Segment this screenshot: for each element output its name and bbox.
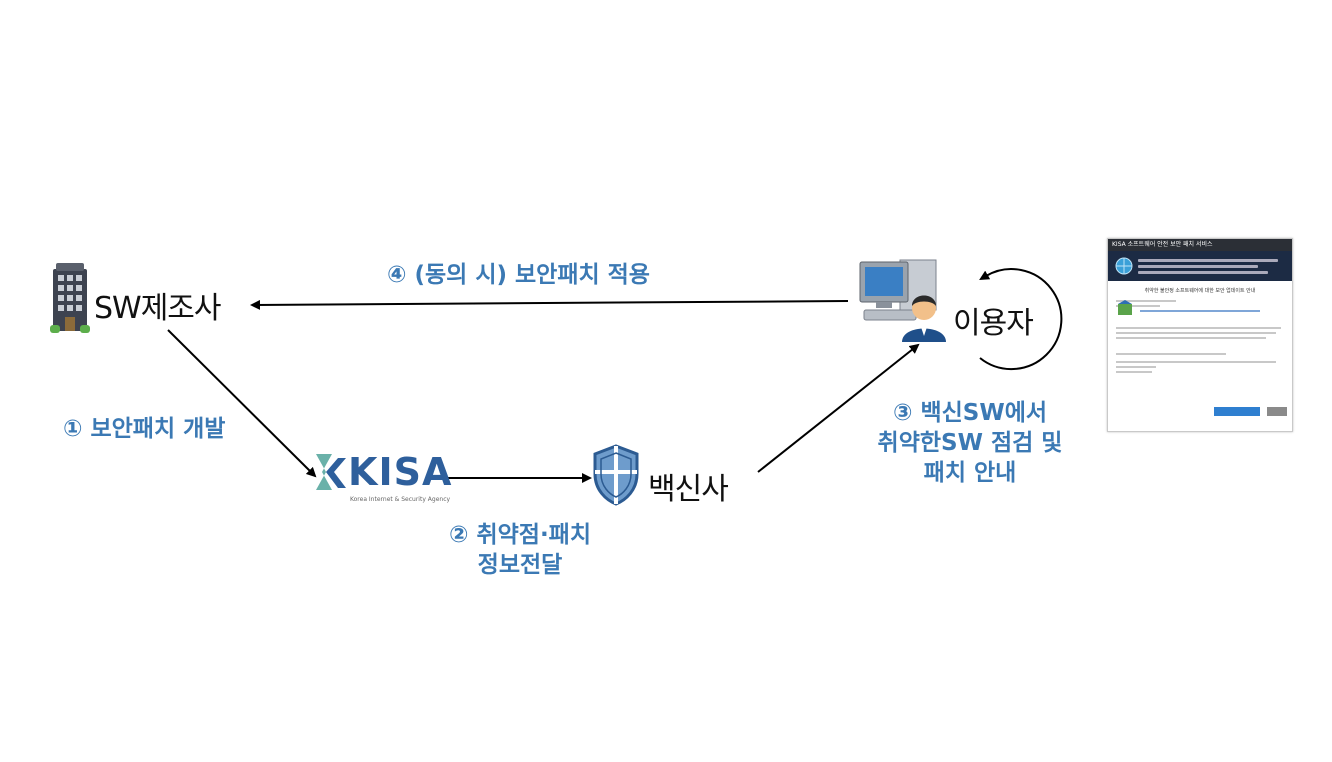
step1-label: ① 보안패치 개발 — [63, 416, 226, 442]
globe-icon — [1115, 257, 1133, 275]
step2-label: ② 취약점·패치 정보전달 — [430, 520, 610, 580]
arrow-step4 — [250, 299, 849, 310]
shield-icon — [592, 444, 640, 506]
step3-line2: 취약한SW 점검 및 — [877, 430, 1063, 456]
security-notice-screenshot: KISA 소프트웨어 안전 보안 패치 서비스 취약한 불안정 소프트웨어에 대… — [1107, 238, 1293, 432]
kisa-subtitle: Korea Internet & Security Agency — [350, 496, 451, 503]
thumbnail-title: KISA 소프트웨어 안전 보안 패치 서비스 — [1108, 239, 1292, 251]
step3-line3: 패치 안내 — [923, 460, 1017, 486]
manufacturer-label: SW제조사 — [94, 291, 222, 326]
step3-line1: ③ 백신SW에서 — [892, 400, 1048, 426]
user-label: 이용자 — [953, 306, 1034, 341]
step3-label: ③ 백신SW에서 취약한SW 점검 및 패치 안내 — [860, 398, 1080, 488]
vaccine-vendor-label: 백신사 — [648, 472, 729, 507]
step2-line1: ② 취약점·패치 — [448, 522, 592, 548]
kisa-chevron-icon — [316, 454, 346, 490]
arrow-step3 — [757, 343, 920, 473]
thumbnail-heading: 취약한 불안정 소프트웨어에 대한 보안 업데이트 안내 — [1144, 288, 1256, 294]
arrow-step1 — [167, 329, 317, 478]
office-building-icon — [50, 263, 90, 335]
kisa-wordmark: KISA — [348, 450, 453, 494]
circular-arrow-icon — [979, 268, 1063, 371]
kisa-logo: KISA Korea Internet & Security Agency — [312, 450, 452, 506]
step2-line2: 정보전달 — [477, 552, 563, 578]
thumbnail-install-button — [1214, 407, 1260, 416]
thumbnail-close-button — [1267, 407, 1288, 416]
step4-label: ④ (동의 시) 보안패치 적용 — [387, 262, 650, 288]
thumbnail-banner — [1108, 251, 1292, 281]
user-computer-icon — [858, 256, 950, 346]
software-package-icon — [1118, 300, 1132, 315]
thumbnail-buttons — [1212, 401, 1288, 420]
